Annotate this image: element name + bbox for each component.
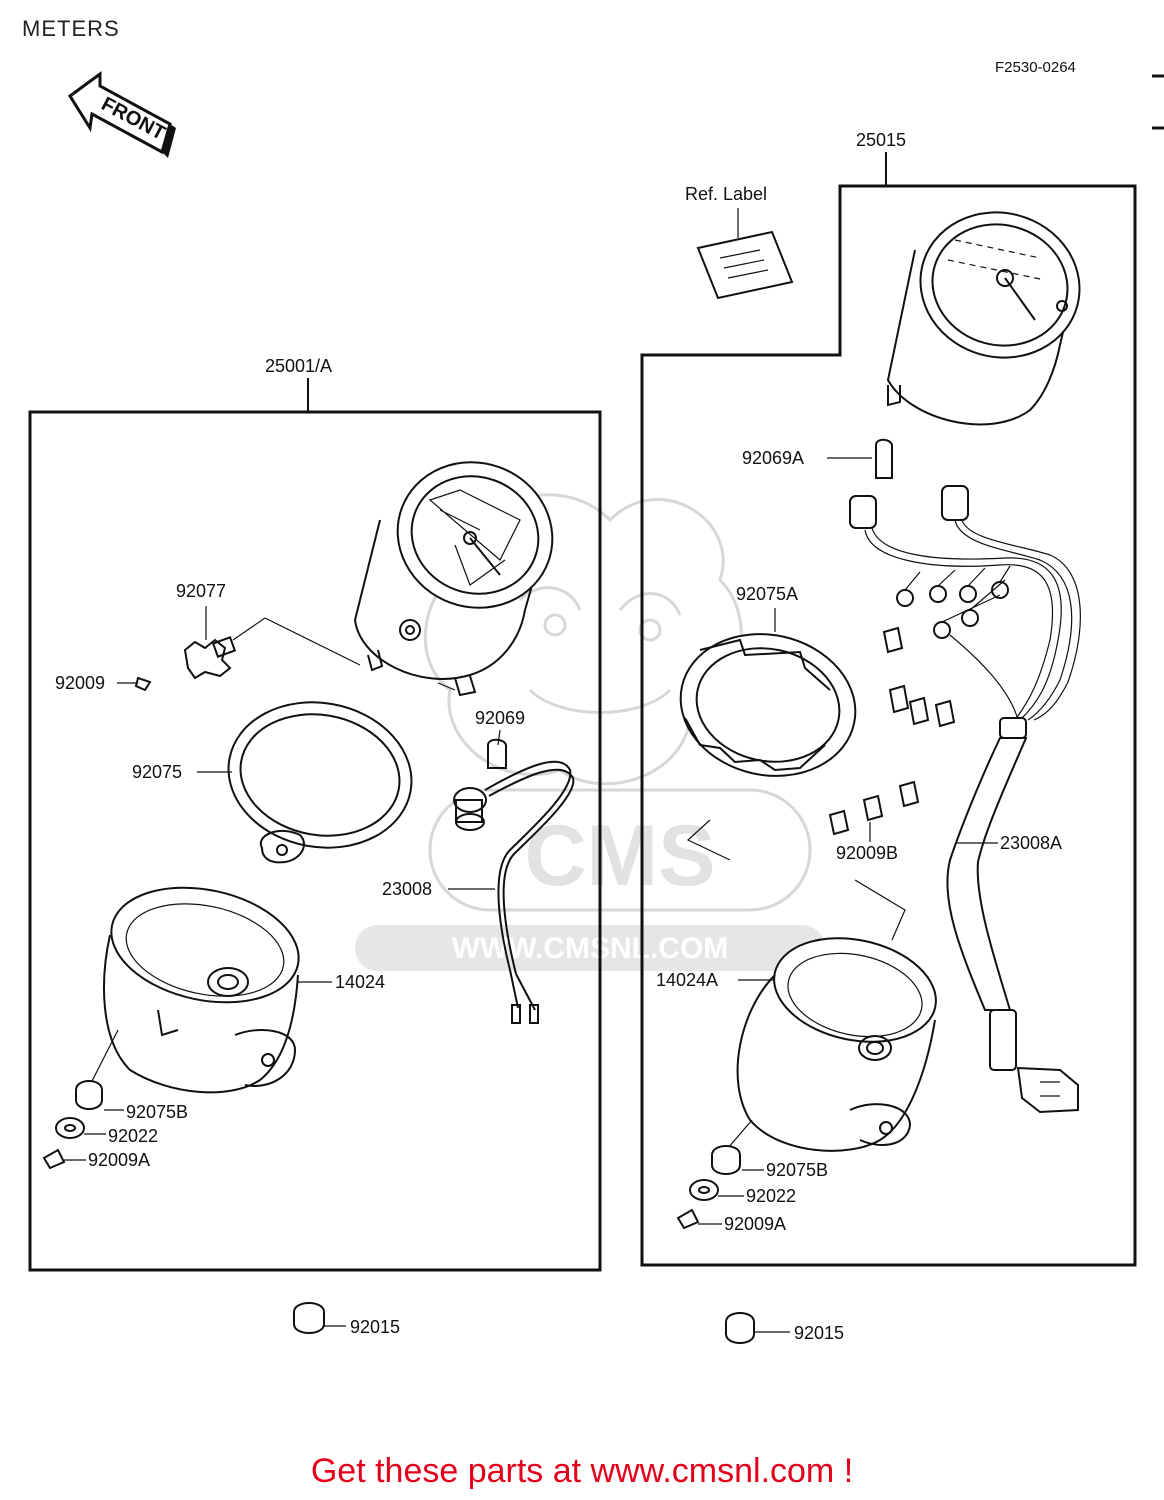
bulb-92069a-icon [875, 438, 893, 479]
terminal-screws-icon [828, 626, 956, 836]
label-92015-right: 92015 [794, 1323, 844, 1343]
label-92022-right: 92022 [746, 1186, 796, 1206]
ring-92075-icon [227, 701, 413, 864]
harness-23008a-icon [849, 485, 1081, 1114]
left-meter-icon [353, 461, 554, 697]
label-92075b: 92075B [126, 1102, 188, 1122]
ref-label-sticker-icon [696, 230, 794, 300]
front-arrow-icon: FRONT [67, 71, 176, 158]
label-92077: 92077 [176, 581, 226, 601]
label-92009b: 92009B [836, 843, 898, 863]
watermark: CMS WWW.CMSNL.COM [355, 493, 825, 971]
left-assembly-frame [28, 410, 602, 1272]
label-ref-label: Ref. Label [685, 184, 767, 204]
cap-92015-right-icon [725, 1312, 755, 1344]
gear-92077-icon [183, 617, 361, 680]
label-92069: 92069 [475, 708, 525, 728]
get-parts-link[interactable]: Get these parts at www.cmsnl.com ! [310, 1452, 854, 1490]
grommet-92075b-icon [75, 1080, 103, 1110]
label-92009: 92009 [55, 673, 105, 693]
label-23008: 23008 [382, 879, 432, 899]
label-92069a: 92069A [742, 448, 804, 468]
label-92075b-right: 92075B [766, 1160, 828, 1180]
label-25001a: 25001/A [265, 356, 332, 376]
washer-92022-icon [55, 1117, 85, 1139]
right-assembly-frame [640, 184, 1137, 1267]
screw-92009a-right-icon [676, 1208, 700, 1230]
right-assembly: 25015 Ref. Label 92069A [640, 130, 1137, 1267]
right-meter-icon [886, 211, 1081, 426]
label-23008a: 23008A [1000, 833, 1062, 853]
screw-92009a-icon [42, 1148, 66, 1170]
label-92015-left: 92015 [350, 1317, 400, 1337]
watermark-brand: CMS [524, 808, 715, 904]
screw-92009-icon [134, 676, 152, 692]
cap-92015-left-icon [293, 1302, 325, 1334]
left-assembly: 25001/A 92077 92009 [28, 356, 602, 1272]
label-92075: 92075 [132, 762, 182, 782]
case-14024-icon [103, 886, 300, 1094]
grommet-92075b-right-icon [711, 1145, 741, 1175]
label-25015: 25015 [856, 130, 906, 150]
page-title: METERS [22, 16, 120, 41]
label-92009a: 92009A [88, 1150, 150, 1170]
case-14024a-icon [736, 937, 937, 1152]
ring-92075a-icon [679, 633, 857, 777]
bulb-92069-icon [487, 738, 507, 769]
label-14024: 14024 [335, 972, 385, 992]
watermark-url: WWW.CMSNL.COM [452, 932, 729, 965]
label-92075a: 92075A [736, 584, 798, 604]
diagram-code: F2530-0264 [995, 59, 1076, 76]
washer-92022-right-icon [689, 1179, 719, 1201]
label-92009a-right: 92009A [724, 1214, 786, 1234]
label-92022: 92022 [108, 1126, 158, 1146]
watermark-logo: CMS WWW.CMSNL.COM [355, 788, 825, 971]
socket-23008-icon [453, 760, 575, 1024]
label-14024a: 14024A [656, 970, 718, 990]
